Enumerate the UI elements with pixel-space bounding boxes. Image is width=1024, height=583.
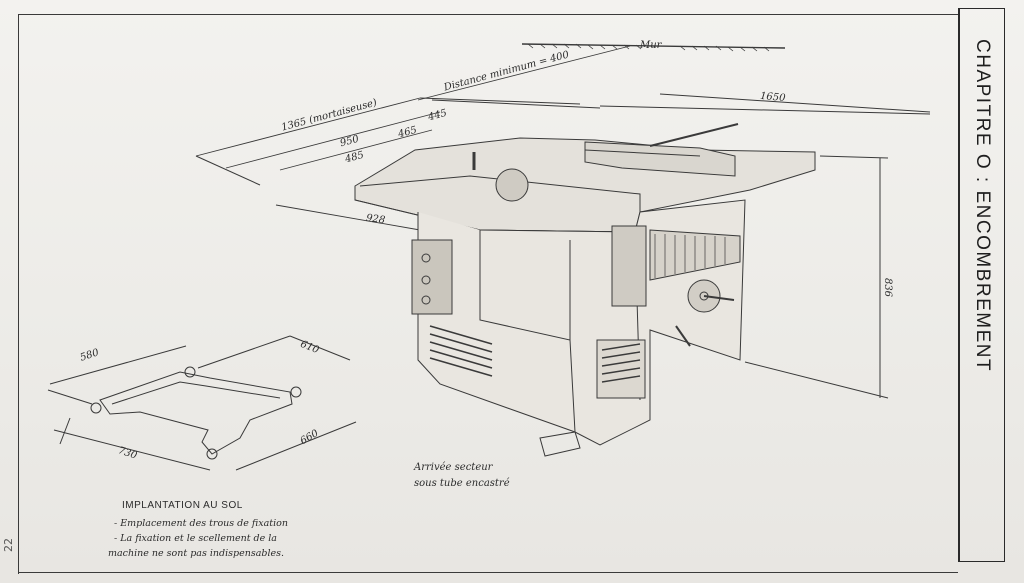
power-note-line1: Arrivée secteur xyxy=(414,462,493,473)
chapter-sidebar: CHAPITRE O : ENCOMBREMENT xyxy=(958,8,1005,562)
page-frame-left xyxy=(18,14,19,574)
page-frame-bottom xyxy=(18,572,958,573)
dim-1650: 1650 xyxy=(759,90,786,105)
installation-line2: - La fixation et le scellement de la xyxy=(114,533,277,544)
power-note-line2: sous tube encastré xyxy=(414,478,510,489)
installation-title: IMPLANTATION AU SOL xyxy=(122,500,243,511)
wall-label: Mur xyxy=(640,40,662,51)
dim-836: 836 xyxy=(882,277,894,298)
page-frame-top xyxy=(18,14,958,15)
installation-line1: - Emplacement des trous de fixation xyxy=(114,518,288,529)
installation-line3: machine ne sont pas indispensables. xyxy=(108,548,285,559)
